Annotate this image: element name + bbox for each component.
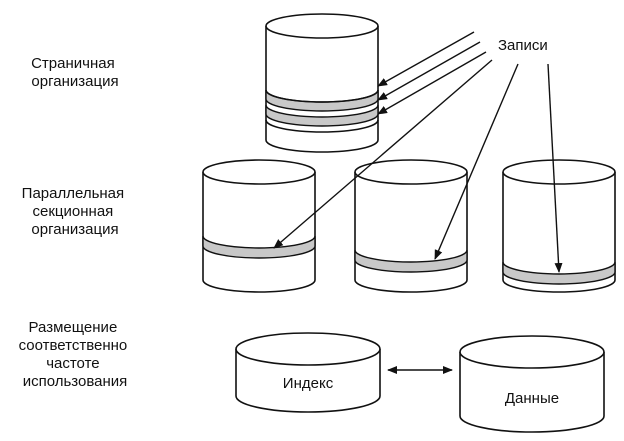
record-arrow [273,59,493,249]
row-label-parallel: Параллельная секционная организация [22,185,129,238]
data-label: Данные [505,390,559,407]
record-arrow [434,63,519,260]
records-label: Записи [498,37,548,54]
data-disk: Данные [459,335,605,433]
parallel-disk-1 [202,159,316,293]
record-band [354,249,468,273]
paged-disk [265,13,379,153]
record-arrow [547,63,563,273]
row-label-paged: Страничная организация [31,55,119,90]
record-band [502,261,616,285]
record-arrow [377,51,487,115]
record-arrow [377,41,481,101]
index-label: Индекс [283,375,334,392]
record-arrow [377,31,475,87]
parallel-disk-3 [502,159,616,293]
index-disk: Индекс [235,332,381,413]
record-band [202,235,316,259]
row-label-frequency: Размещение соответственно частоте исполь… [19,319,132,390]
parallel-disk-2 [354,159,468,293]
